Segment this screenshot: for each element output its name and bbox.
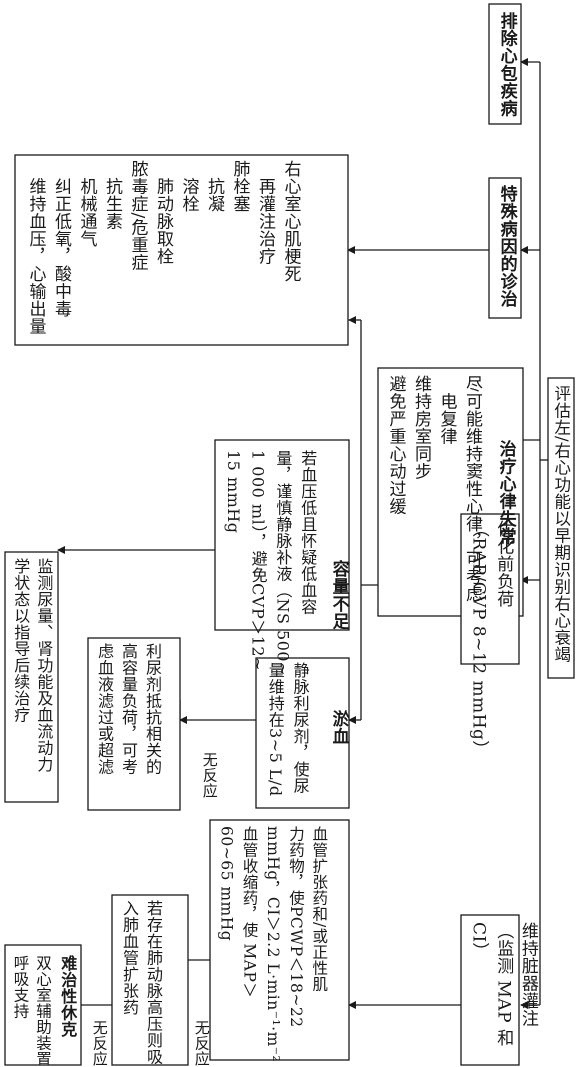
branch-pericardial: 排除心包疾病 [496,12,517,117]
pulm-vasodilator-text: 若存在肺动脉高压则吸 入肺血管扩张药 [120,900,163,1065]
no-response-label-1: 无反应 [200,752,219,799]
volume-low-title: 容量不足 [328,560,349,630]
vasoactive-text: 血管扩张药和/或正性肌 力药物，使PCWP＜18~22 mmHg，CI＞2.2 … [217,826,329,1063]
main-header: 评估左/右心功能以早期识别右心衰竭 [551,385,571,664]
congestion-title: 淤血 [328,710,349,745]
congestion-text: 静脉利尿剂，使尿 量维持在3~5 L/d [265,662,310,797]
no-response-label-2: 无反应 [192,1020,211,1067]
ultrafiltration-text: 利尿剂抵抗相关的 高容量负荷，可考 虑血液滤过或超滤 [95,643,162,775]
branch-preload: 优化前负荷 （RAP/CVP 8~12 mmHg） [468,520,514,758]
branch-special-causes: 特殊病因的诊治 [496,185,517,308]
branch-perfusion: 维持脏器灌注 （监测 MAP 和 CI） [468,922,538,1047]
refractory-text: 双心室辅助装置 呼吸支持 [11,955,52,1067]
refractory-title: 难治性休克 [58,955,78,1038]
volume-low-text: 若血压低且怀疑低血容 量，谨慎静脉补液（NS 500~ 1 000 ml），避免… [223,450,318,676]
branch-arrhythmia: 治疗心律失常 [495,440,516,545]
monitor-text: 监测尿量、肾功能及血流动力 学状态以指导后续治疗 [11,558,54,773]
no-response-label-3: 无反应 [90,1020,109,1067]
special-causes-list: 右心室心肌梗死 再灌注治疗 肺栓塞 抗凝 溶栓 肺动脉取栓 脓毒症/危重症 抗生… [25,160,301,335]
arrhythmia-detail: 尽可能维持窦性心律，可考虑 电复律 维持房室同步 避免严重心动过缓 [385,375,483,603]
